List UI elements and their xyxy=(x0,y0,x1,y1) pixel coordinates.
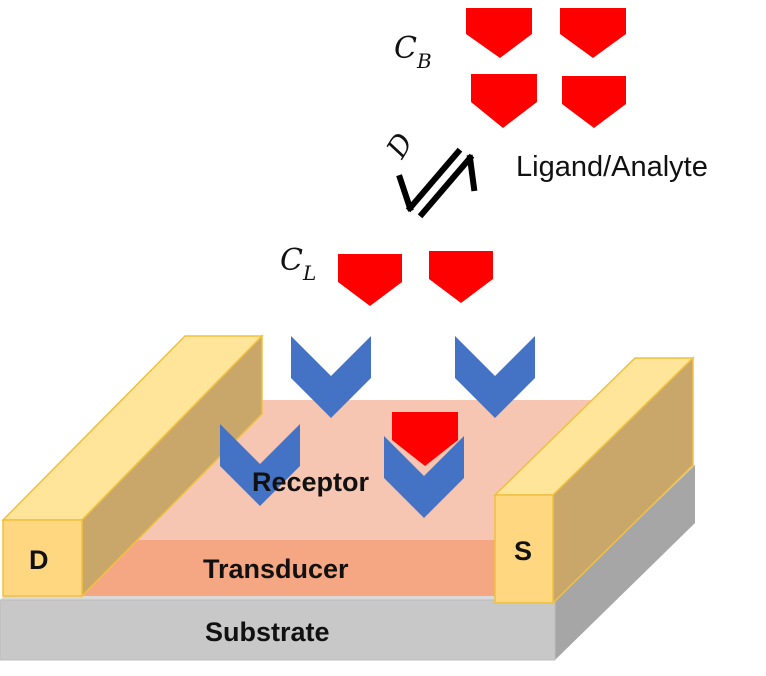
analyte-pentagon-icon xyxy=(466,8,532,58)
analyte-pentagon-icon xyxy=(392,412,458,466)
receptor-chevron-icon xyxy=(455,336,535,418)
analyte-pentagon-icon xyxy=(429,251,493,303)
ligand-analyte-label: Ligand/Analyte xyxy=(516,151,708,183)
cb-label: CB xyxy=(394,31,432,73)
receptor-group xyxy=(220,336,535,518)
equilibrium-arrow-icon xyxy=(396,147,478,219)
cl-label: CL xyxy=(280,243,316,285)
source-front xyxy=(494,494,554,604)
substrate-front xyxy=(0,599,556,661)
substrate-label: Substrate xyxy=(205,617,330,647)
receptor-chevron-icon xyxy=(384,436,464,518)
analyte-pentagon-icon xyxy=(338,254,402,306)
drain-front xyxy=(2,519,83,597)
receptor-chevron-icon xyxy=(220,424,300,506)
receptor-label: Receptor xyxy=(252,467,370,497)
drain-electrode xyxy=(1,334,264,598)
analyte-group xyxy=(338,8,626,466)
source-electrode xyxy=(493,356,695,605)
transducer-label: Transducer xyxy=(203,554,349,584)
source-label: S xyxy=(514,536,532,566)
substrate-side xyxy=(555,465,695,660)
diffusion-rate-label: D xyxy=(379,127,419,164)
transducer-front xyxy=(80,540,495,596)
analyte-pentagon-icon xyxy=(560,8,626,58)
drain-label: D xyxy=(29,545,49,575)
analyte-pentagon-icon xyxy=(562,76,626,128)
analyte-pentagon-icon xyxy=(471,74,537,128)
receptor-chevron-icon xyxy=(291,336,371,418)
cl-subscript: L xyxy=(302,261,316,285)
cb-subscript: B xyxy=(416,49,432,73)
